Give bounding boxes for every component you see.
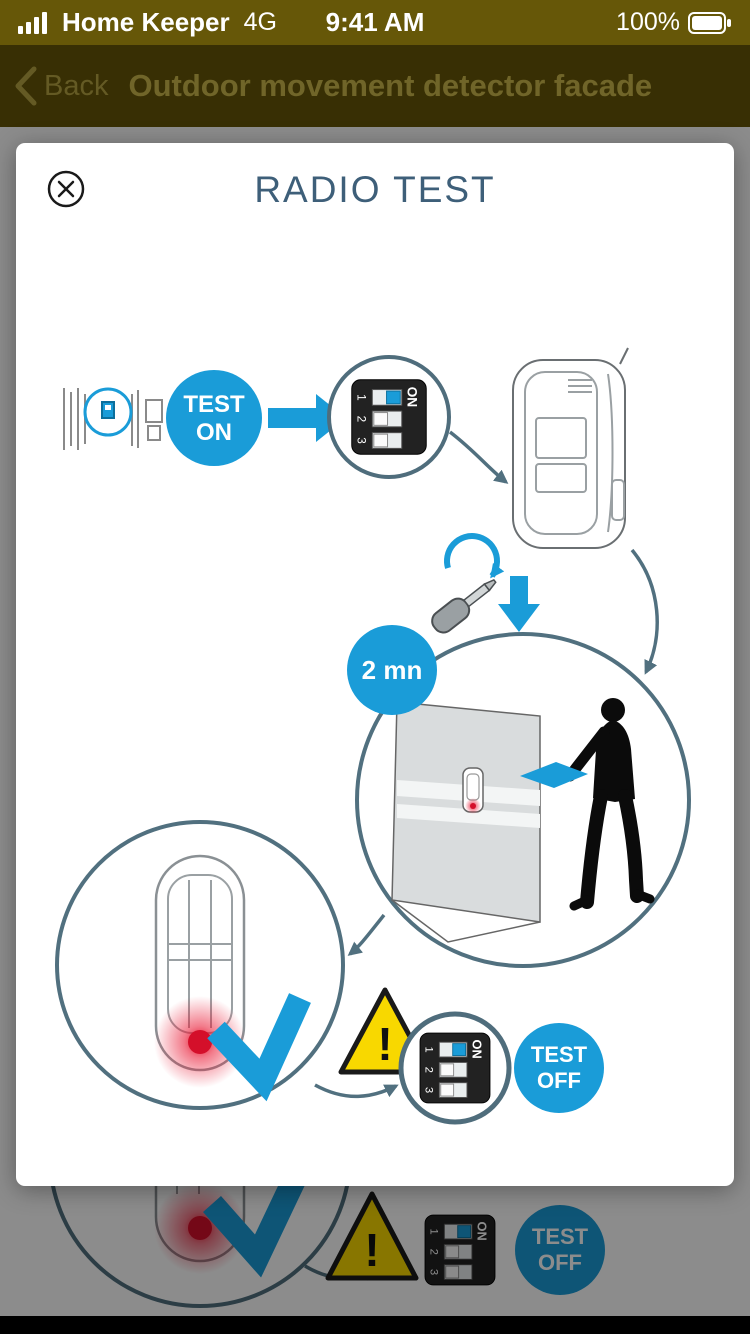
svg-text:2: 2 [355,416,368,423]
svg-text:1: 1 [355,394,368,401]
arrow-scene-to-led [347,913,386,956]
checkmark-fragment [203,1186,305,1278]
svg-text:!: ! [377,1018,392,1070]
background-page-sliver [0,127,750,143]
page-title: Outdoor movement detector facade [128,68,653,103]
blue-map [520,762,588,788]
close-icon [47,170,85,208]
led-result-circle [55,820,345,1110]
svg-text:2: 2 [428,1249,440,1255]
signal-bars-icon [18,11,47,34]
carrier-label: Home Keeper [62,7,230,37]
arrow-led-to-dip [314,1083,399,1099]
svg-text:3: 3 [423,1087,435,1093]
svg-text:3: 3 [428,1269,440,1275]
back-label: Back [44,69,109,102]
timer-badge: 2 mn [347,625,437,715]
svg-text:ON: ON [474,1221,489,1240]
background-diagram-fragment: ! ON 1 2 3 TEST OFF [51,1186,605,1308]
close-button[interactable] [44,167,88,211]
dip-switch-fragment: ON 1 2 3 [424,1214,496,1286]
network-label: 4G [243,8,277,36]
checkmark-icon [207,993,311,1102]
svg-text:2: 2 [423,1067,435,1073]
svg-text:TEST: TEST [531,1042,588,1067]
svg-text:1: 1 [428,1229,440,1235]
warning-triangle-fragment: ! [325,1191,419,1281]
pcb-dip-location-art [63,387,163,450]
back-button[interactable]: Back [14,66,108,106]
test-off-badge: TEST OFF [514,1023,604,1113]
svg-text:ON: ON [196,419,232,446]
detector-device-art [512,347,629,549]
battery-percent-label: 100% [616,8,680,36]
back-chevron-icon [15,66,37,106]
person-silhouette [564,698,655,911]
arrow-device-to-scene [630,548,659,675]
screwdriver-icon [431,578,497,634]
battery-icon [688,11,731,34]
svg-text:2 mn: 2 mn [362,655,423,685]
modal-title: RADIO TEST [254,169,496,210]
bottom-black-bar [0,1316,750,1334]
svg-text:TEST: TEST [183,391,245,418]
down-arrow [498,576,540,632]
floor-line [391,899,541,943]
dip-switch-test-on: ON 1 2 3 [351,379,427,455]
wall-detector [462,767,484,814]
test-on-badge: TEST ON [166,370,262,466]
walk-test-scene [355,632,691,968]
svg-text:ON: ON [469,1039,484,1058]
nav-bar: Back Outdoor movement detector facade [0,45,750,127]
svg-text:3: 3 [355,437,368,444]
svg-text:OFF: OFF [538,1250,582,1275]
dip-switch-test-off: ON 1 2 3 [419,1032,491,1104]
radio-test-diagram: TEST ON ON 1 2 3 [55,347,691,1125]
rotate-arrow [444,533,505,579]
svg-text:1: 1 [423,1047,435,1053]
clock-label: 9:41 AM [325,7,425,37]
svg-text:TEST: TEST [532,1224,589,1249]
radio-test-modal: RADIO TEST [16,143,734,1186]
status-bar: Home Keeper 4G 9:41 AM 100% [0,0,750,45]
right-arrow [268,394,346,442]
background-page-bottom: ! ON 1 2 3 TEST OFF [0,1186,750,1316]
test-off-badge-fragment: TEST OFF [515,1205,605,1295]
svg-text:OFF: OFF [537,1068,581,1093]
svg-text:ON: ON [405,387,420,408]
svg-text:!: ! [364,1224,379,1276]
arrow-dip-to-device [448,430,509,484]
